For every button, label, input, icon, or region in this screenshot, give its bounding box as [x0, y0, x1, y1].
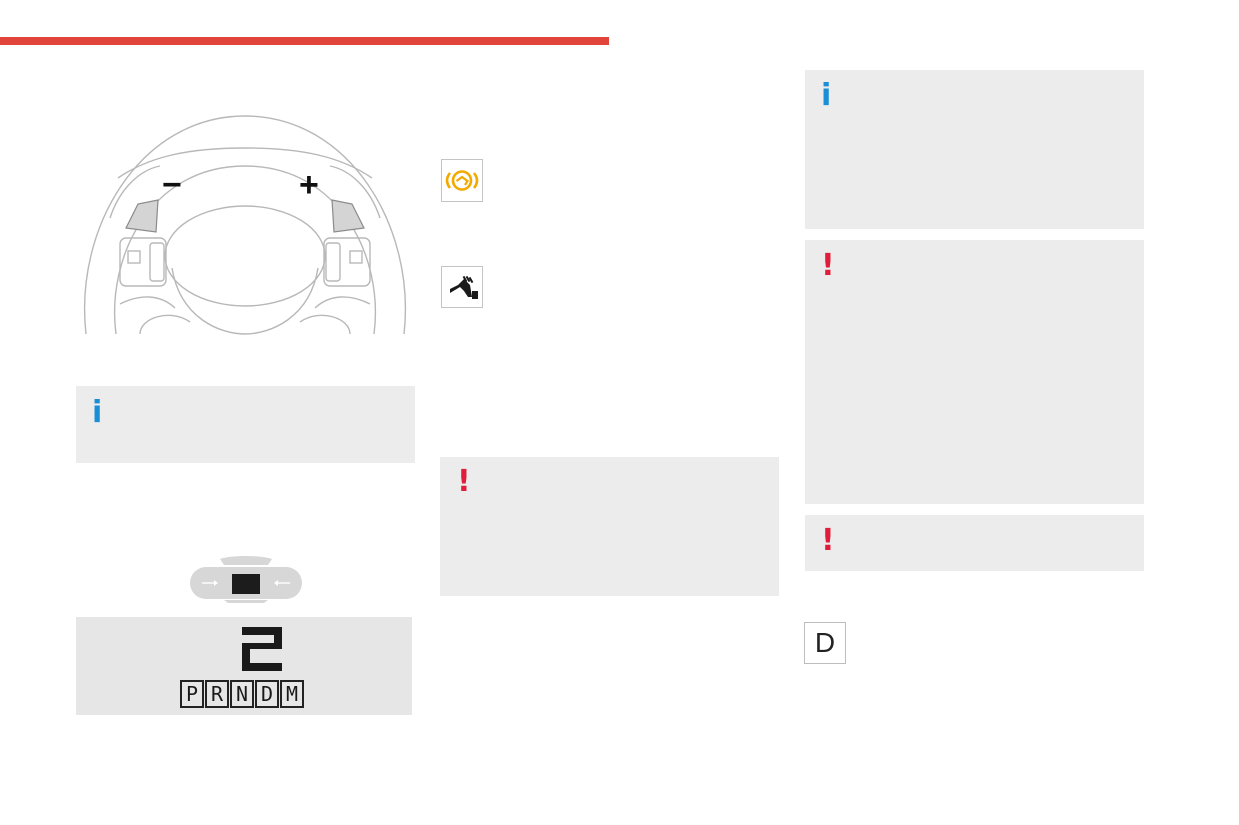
gear-cell-m: M — [280, 680, 304, 708]
warning-icon: ! — [821, 523, 835, 558]
warning-icon: ! — [821, 248, 835, 283]
foot-on-brake-icon — [441, 266, 483, 308]
gear-d-indicator: D — [804, 622, 846, 664]
warning-note-middle — [440, 457, 779, 596]
gear-cell-p: P — [180, 680, 204, 708]
gear-position-row: P R N D M — [180, 680, 305, 708]
right-paddle — [331, 199, 365, 233]
brake-warning-light-icon — [441, 159, 483, 202]
paddle-plus-label: + — [299, 166, 319, 204]
left-paddle — [125, 199, 159, 233]
gear-cell-n: N — [230, 680, 254, 708]
header-accent-bar — [0, 37, 609, 45]
info-icon: i — [821, 78, 832, 113]
info-note-right — [805, 70, 1144, 229]
steering-wheel-illustration — [84, 115, 406, 335]
gear-selector-illustration — [190, 556, 302, 603]
gear-d-label: D — [814, 627, 836, 658]
gear-cell-d: D — [255, 680, 279, 708]
warning-icon: ! — [457, 464, 471, 499]
gear-cell-r: R — [205, 680, 229, 708]
warning-note-right-top — [805, 240, 1144, 504]
warning-note-right-bottom — [805, 515, 1144, 571]
gear-number-display — [242, 627, 282, 671]
paddle-minus-label: − — [162, 166, 182, 204]
info-icon: i — [92, 395, 103, 430]
info-note-left — [76, 386, 415, 463]
